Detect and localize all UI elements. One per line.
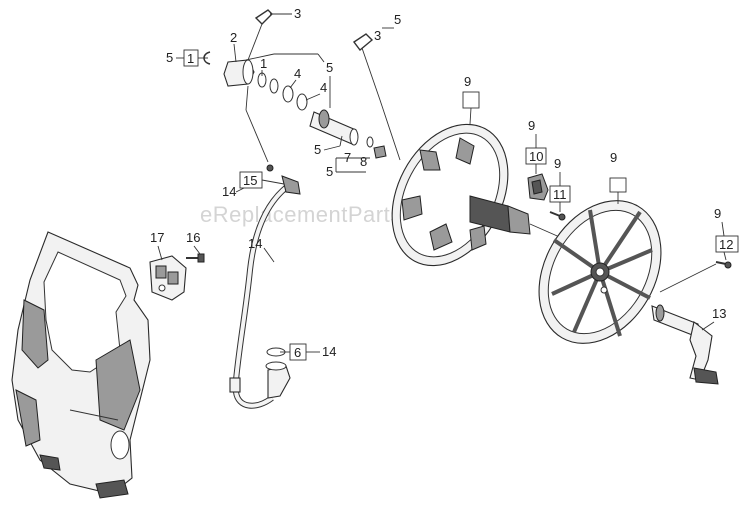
- callout-4-a: 4: [294, 66, 301, 81]
- callout-9-crank-screw: 9: [714, 206, 721, 221]
- latch-screw: [549, 211, 566, 221]
- callout-11-boxed: 11: [553, 187, 567, 202]
- callout-8: 8: [360, 154, 367, 169]
- callout-9-latch: 9: [528, 118, 535, 133]
- callout-2: 2: [230, 30, 237, 45]
- retaining-clip-top: [245, 9, 273, 163]
- reel-drum-right: [538, 200, 662, 344]
- valve-fitting: [366, 136, 387, 159]
- callout-5-mid: 5: [326, 60, 333, 75]
- crank-screw: [659, 261, 732, 293]
- hose-coupling: [266, 164, 301, 195]
- callout-1-boxed: 1: [187, 51, 194, 66]
- connecting-hose: [229, 183, 291, 409]
- callout-10-boxed: 10: [529, 149, 543, 164]
- callout-14-upper: 14: [222, 184, 236, 199]
- reel-drum-left: [391, 123, 581, 267]
- callout-5-left: 5: [166, 50, 173, 65]
- callout-14-lower: 14: [322, 344, 336, 359]
- axle-shaft: [309, 109, 359, 146]
- callout-15-boxed: 15: [243, 173, 257, 188]
- callout-7: 7: [344, 150, 351, 165]
- callout-9-screw: 9: [554, 156, 561, 171]
- callout-9-drum-left: 9: [464, 74, 471, 89]
- callout-12-boxed: 12: [719, 237, 733, 252]
- callout-5-bottom: 5: [326, 164, 333, 179]
- callout-1: 1: [260, 56, 267, 71]
- callout-5-right: 5: [394, 12, 401, 27]
- callout-13: 13: [712, 306, 726, 321]
- callout-group: 3 2 5 1 1 4 4 5 5 3 5 7 8 5: [150, 6, 739, 361]
- callout-9-drum-right: 9: [610, 150, 617, 165]
- callout-16: 16: [186, 230, 200, 245]
- hose-reel-frame: [11, 231, 151, 499]
- bracket-screw: [186, 253, 205, 263]
- callout-14-middle: 14: [248, 236, 262, 251]
- locking-latch: [527, 173, 549, 201]
- callout-17: 17: [150, 230, 164, 245]
- callout-5-lower: 5: [314, 142, 321, 157]
- callout-3-top: 3: [294, 6, 301, 21]
- swivel-cylinder: [223, 59, 255, 87]
- mounting-bracket: [149, 255, 187, 301]
- callout-6-boxed: 6: [294, 345, 301, 360]
- crank-handle: [651, 304, 719, 385]
- seal-rings: [257, 72, 308, 111]
- callout-4-b: 4: [320, 80, 327, 95]
- callout-3-right: 3: [374, 28, 381, 43]
- retaining-clip-right: [352, 33, 401, 161]
